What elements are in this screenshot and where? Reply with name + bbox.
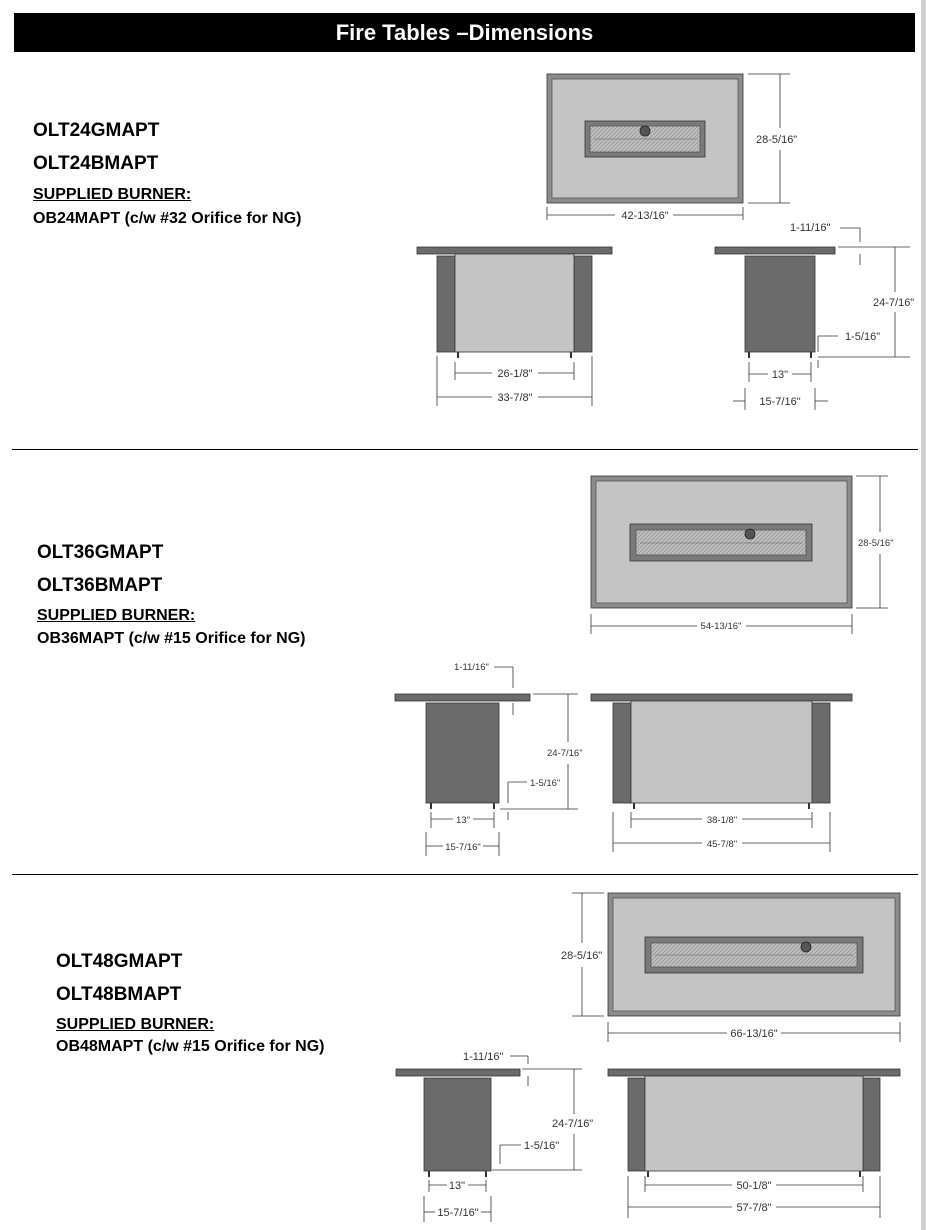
- dimension-label: 15-7/16": [759, 396, 800, 408]
- top-view-drawing: [607, 892, 901, 1017]
- side-view-drawing: [395, 1068, 521, 1177]
- dimension-label: 57-7/8": [736, 1202, 771, 1214]
- top-view-drawing: [546, 73, 744, 204]
- burner-model: OB24MAPT (c/w #32 Orifice for NG): [33, 210, 302, 227]
- dimension-label: 38-1/8": [707, 815, 737, 826]
- dimension-label: 1-5/16": [524, 1140, 559, 1152]
- dimension-label: 13": [456, 815, 470, 826]
- side-view-drawing: [394, 693, 531, 809]
- dimension-label: 66-13/16": [730, 1028, 777, 1040]
- dimension-label: 1-11/16": [463, 1051, 503, 1063]
- model-name: OLT24GMAPT: [33, 120, 160, 141]
- supplied-burner-label: SUPPLIED BURNER:: [37, 607, 196, 624]
- dimension-label: 42-13/16": [621, 210, 668, 222]
- burner-model: OB36MAPT (c/w #15 Orifice for NG): [37, 630, 306, 647]
- dimension-label: 1-5/16": [845, 331, 880, 343]
- dimension-label: 1-11/16": [790, 222, 830, 234]
- section-divider-2: [12, 874, 918, 875]
- dimension-label: 50-1/8": [736, 1180, 771, 1192]
- dimension-label: 15-7/16": [437, 1207, 478, 1219]
- model-name: OLT24BMAPT: [33, 153, 159, 174]
- section-divider-1: [12, 449, 918, 450]
- model-name: OLT48GMAPT: [56, 951, 183, 972]
- dimension-label: 15-7/16": [445, 842, 481, 853]
- top-view-drawing: [590, 475, 853, 609]
- dimension-label: 28-5/16": [756, 134, 797, 146]
- supplied-burner-label: SUPPLIED BURNER:: [56, 1016, 215, 1033]
- burner-icon: [639, 125, 651, 137]
- burner-model: OB48MAPT (c/w #15 Orifice for NG): [56, 1038, 325, 1055]
- dimension-label: 13": [449, 1180, 465, 1192]
- burner-icon: [744, 528, 756, 540]
- model-name: OLT36BMAPT: [37, 575, 163, 596]
- dimension-label: 1-5/16": [530, 778, 560, 789]
- dimension-label: 28-5/16": [561, 950, 602, 962]
- side-view-drawing: [714, 246, 836, 358]
- model-name: OLT36GMAPT: [37, 542, 164, 563]
- dimension-label: 28-5/16": [858, 538, 894, 549]
- dimension-label: 24-7/16": [552, 1118, 593, 1130]
- front-view-drawing: [607, 1068, 901, 1177]
- front-view-drawing: [590, 693, 853, 809]
- page-title: Fire Tables –Dimensions: [14, 13, 915, 52]
- dimension-label: 1-11/16": [454, 662, 489, 673]
- supplied-burner-label: SUPPLIED BURNER:: [33, 186, 192, 203]
- dimension-label: 13": [772, 369, 788, 381]
- dimension-label: 24-7/16": [873, 297, 914, 309]
- page-edge-bar: [921, 0, 926, 1230]
- front-view-drawing: [416, 246, 613, 358]
- dimension-label: 54-13/16": [701, 621, 742, 632]
- dimension-label: 33-7/8": [497, 392, 532, 404]
- model-name: OLT48BMAPT: [56, 984, 182, 1005]
- dimension-label: 45-7/8": [707, 839, 737, 850]
- dimension-label: 26-1/8": [497, 368, 532, 380]
- dimension-label: 24-7/16": [547, 748, 583, 759]
- burner-icon: [800, 941, 812, 953]
